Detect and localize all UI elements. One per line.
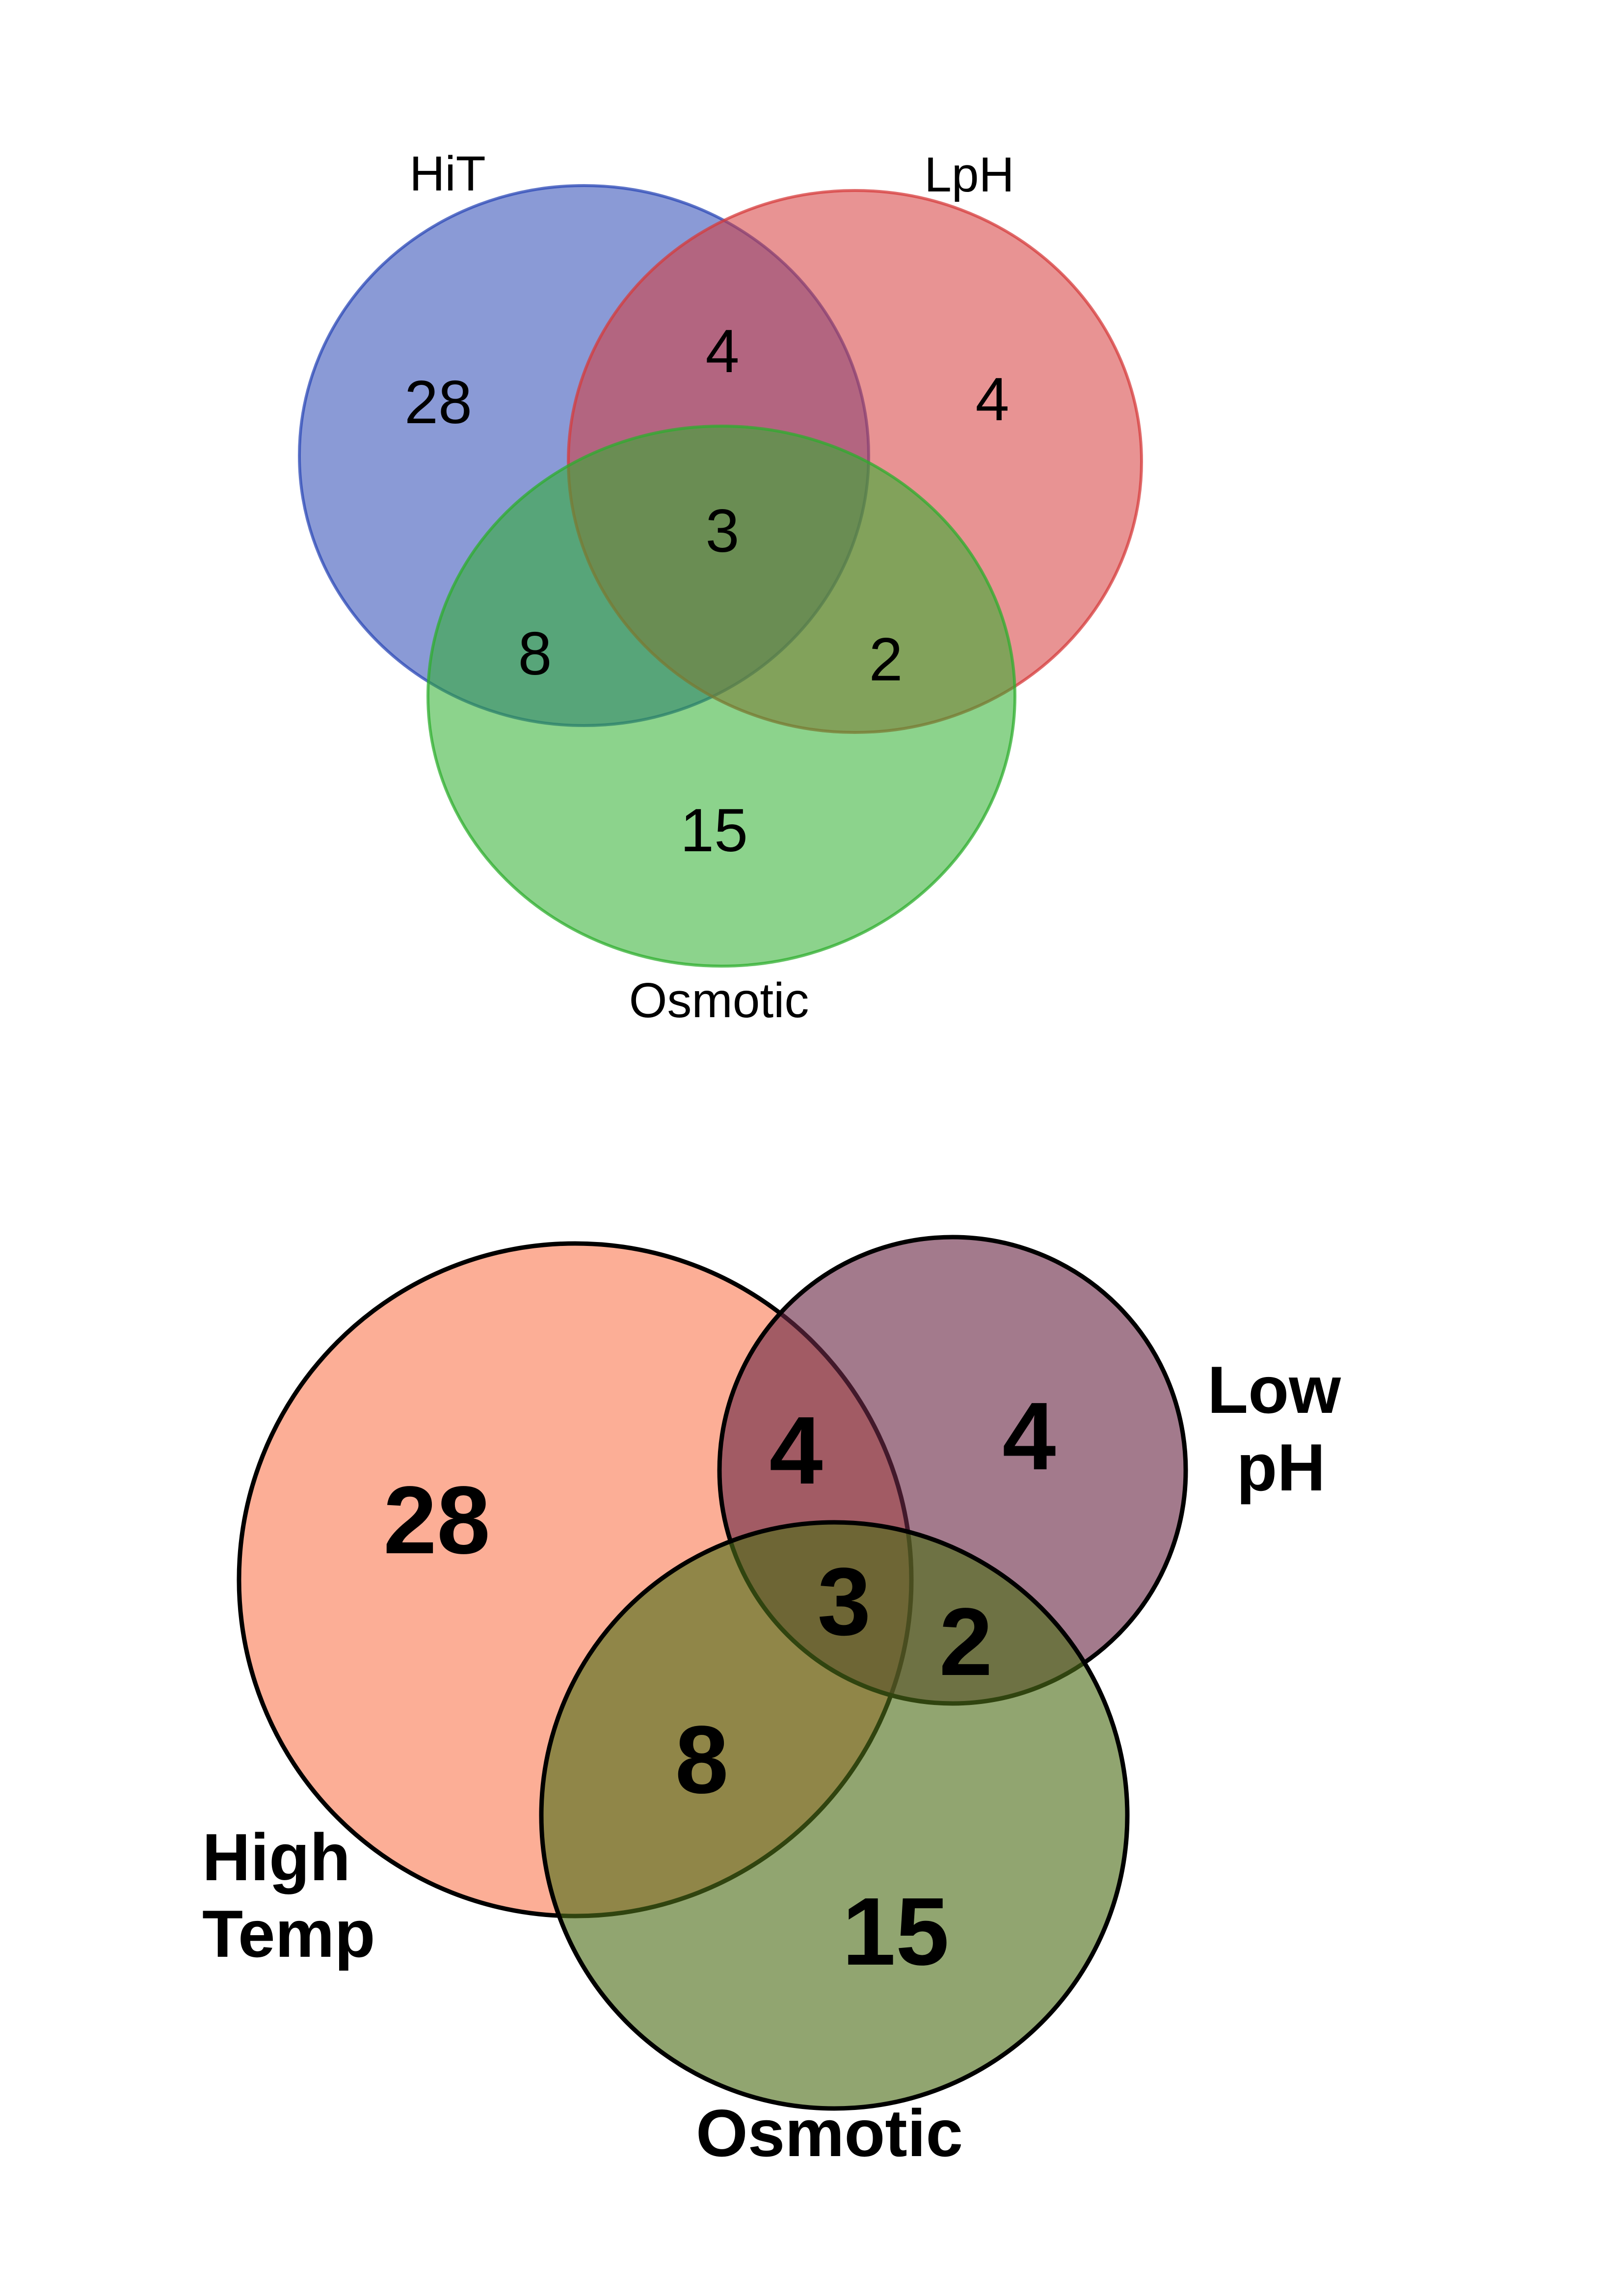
bottom-venn-diagram: High Temp Low pH Osmotic 28 4 4 3 2 8 15 bbox=[202, 1235, 1359, 2170]
bottom-count-hit-only: 28 bbox=[383, 1466, 490, 1574]
bottom-count-lph-only: 4 bbox=[1002, 1382, 1056, 1490]
bottom-set-lph-label: Low pH bbox=[1207, 1352, 1359, 1505]
top-count-lph-only: 4 bbox=[976, 366, 1010, 433]
bottom-set-hit-label-line1: High bbox=[202, 1820, 350, 1894]
bottom-set-lph-label-line1: Low bbox=[1207, 1352, 1341, 1427]
bottom-count-all: 3 bbox=[817, 1548, 871, 1655]
top-count-hit-only: 28 bbox=[404, 369, 472, 436]
top-set-hit-label: HiT bbox=[409, 146, 486, 201]
top-set-osm-label: Osmotic bbox=[629, 973, 809, 1028]
top-count-hit-osm: 8 bbox=[518, 620, 552, 688]
top-set-osm-circle bbox=[426, 425, 1016, 968]
top-count-all: 3 bbox=[706, 497, 740, 565]
bottom-set-lph-label-line2: pH bbox=[1236, 1430, 1325, 1505]
bottom-count-osm-only: 15 bbox=[842, 1878, 949, 1985]
bottom-count-hit-lph: 4 bbox=[769, 1397, 823, 1504]
top-set-lph-label: LpH bbox=[924, 147, 1014, 202]
bottom-set-hit-label: High Temp bbox=[202, 1820, 375, 1971]
bottom-set-hit-label-line2: Temp bbox=[202, 1896, 375, 1971]
bottom-count-lph-osm: 2 bbox=[939, 1588, 992, 1696]
bottom-set-osm-circle bbox=[539, 1520, 1130, 2111]
top-count-hit-lph: 4 bbox=[706, 318, 740, 385]
bottom-count-hit-osm: 8 bbox=[675, 1706, 728, 1813]
bottom-set-osm-label: Osmotic bbox=[696, 2096, 963, 2170]
top-count-lph-osm: 2 bbox=[869, 626, 903, 694]
top-venn-diagram: HiT LpH Osmotic 28 4 4 3 8 2 15 bbox=[298, 146, 1143, 1028]
top-count-osm-only: 15 bbox=[680, 797, 748, 864]
